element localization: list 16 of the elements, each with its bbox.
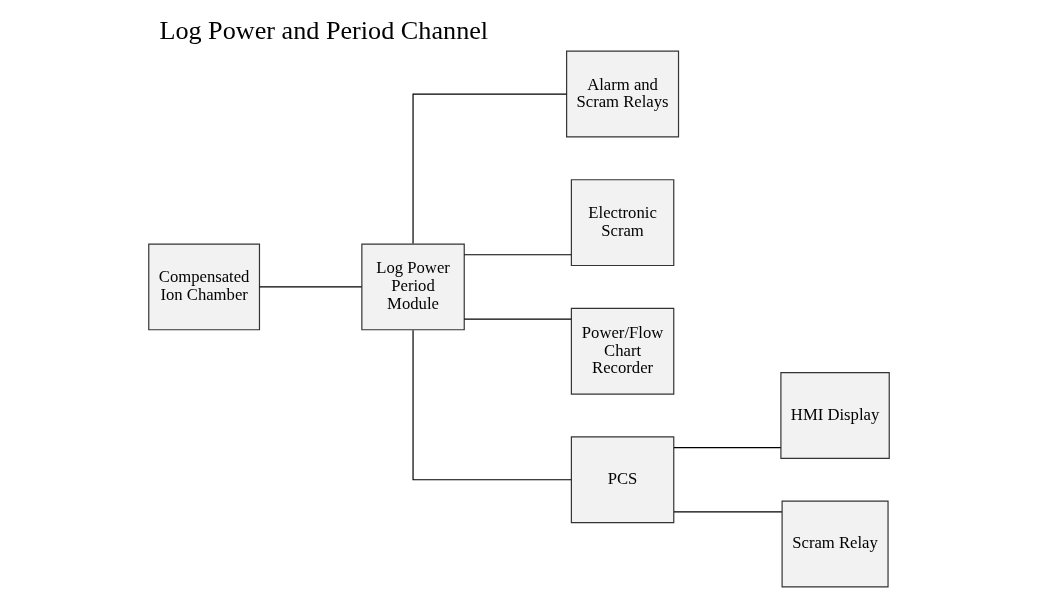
connector [258, 286, 362, 288]
node-box: Electronic Scram [570, 179, 674, 267]
diagram-title: Log Power and Period Channel [158, 15, 488, 45]
connector [463, 318, 572, 320]
node-box: Compensated Ion Chamber [147, 243, 260, 331]
connector [411, 93, 567, 245]
node-box: Scram Relay [781, 500, 889, 588]
node-box: PCS [570, 436, 674, 524]
connector [463, 254, 572, 256]
node-box: HMI Display [779, 372, 890, 459]
connector [672, 447, 781, 449]
node-box: Alarm and Scram Relays [565, 50, 679, 138]
node-box: Log Power Period Module [360, 243, 465, 331]
node-box: Power/Flow Chart Recorder [570, 307, 674, 395]
connector [411, 329, 572, 481]
connector [672, 511, 782, 513]
